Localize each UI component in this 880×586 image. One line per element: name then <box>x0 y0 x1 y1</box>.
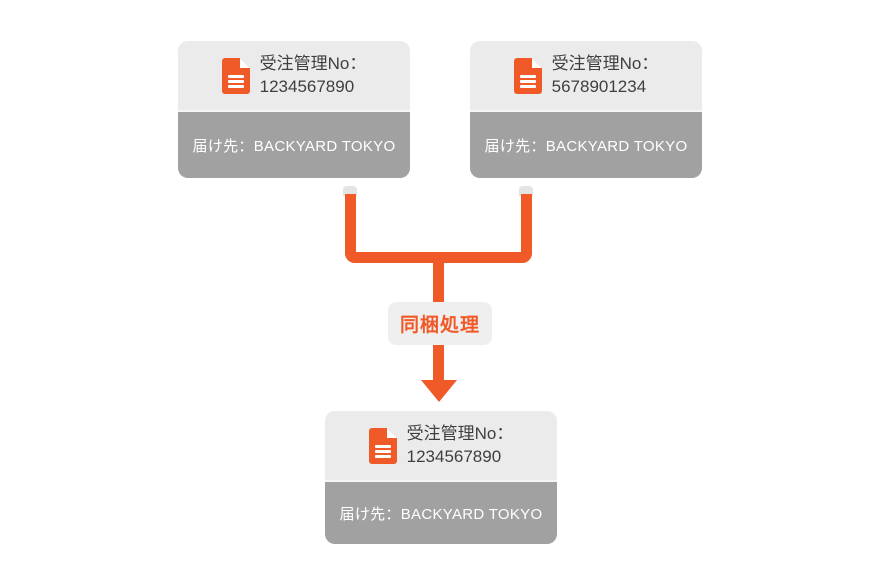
destination-band: 届け先：BACKYARD TOKYO <box>325 480 557 544</box>
merge-arrowhead-icon <box>421 380 457 402</box>
process-label-text: 同梱処理 <box>399 315 480 336</box>
order-no-value: 1234567890 <box>406 446 502 466</box>
order-no-label: 受注管理No： <box>406 423 514 443</box>
merge-bracket-connector <box>345 194 532 263</box>
destination-band: 届け先：BACKYARD TOKYO <box>470 110 702 178</box>
destination-text: 届け先：BACKYARD TOKYO <box>192 137 396 155</box>
connector-cap-left <box>343 186 357 196</box>
order-no-value: 1234567890 <box>259 76 355 96</box>
destination-text: 届け先：BACKYARD TOKYO <box>484 137 688 155</box>
order-info-section: 受注管理No： 1234567890 <box>178 41 410 110</box>
process-label-badge: 同梱処理 <box>388 302 492 345</box>
destination-text: 届け先：BACKYARD TOKYO <box>339 505 543 523</box>
document-icon <box>513 57 542 94</box>
connector-cap-right <box>519 186 533 196</box>
order-no-label: 受注管理No： <box>551 53 659 73</box>
order-card-source-left: 受注管理No： 1234567890 届け先：BACKYARD TOKYO <box>178 41 410 178</box>
destination-band: 届け先：BACKYARD TOKYO <box>178 110 410 178</box>
order-no-value: 5678901234 <box>551 76 647 96</box>
order-no-label: 受注管理No： <box>259 53 367 73</box>
order-card-result: 受注管理No： 1234567890 届け先：BACKYARD TOKYO <box>325 411 557 544</box>
order-info-section: 受注管理No： 1234567890 <box>325 411 557 480</box>
document-icon <box>368 427 397 464</box>
order-info-section: 受注管理No： 5678901234 <box>470 41 702 110</box>
document-icon <box>221 57 250 94</box>
order-card-source-right: 受注管理No： 5678901234 届け先：BACKYARD TOKYO <box>470 41 702 178</box>
